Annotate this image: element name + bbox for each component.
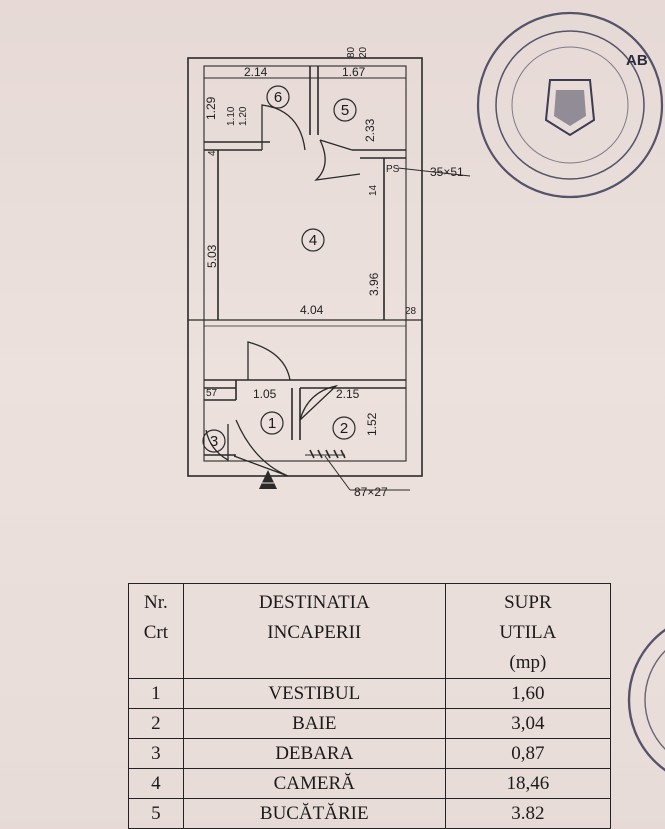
- cell-destinatia: CAMERĂ: [182, 768, 446, 799]
- cell-nr: 3: [128, 738, 184, 769]
- cell-destinatia: VESTIBUL: [182, 678, 446, 709]
- floor-plan: 6 5 4 1 2 3 2.14 1.67 80 20 1.29 1.10 1.…: [187, 46, 471, 499]
- table-row: 3 DEBARA 0,87: [128, 738, 612, 769]
- cell-nr: 4: [128, 768, 184, 799]
- official-stamp: [476, 11, 664, 199]
- header-destinatia-text: DESTINATIA INCAPERII: [258, 592, 370, 643]
- dim-left-57: 57: [206, 388, 218, 399]
- dim-room4-width: 4.04: [300, 303, 324, 317]
- header-supr-text: SUPR UTILA (mp): [499, 592, 557, 673]
- cell-supr: 1,60: [444, 678, 612, 709]
- dim-room6-depth-b: 1.20: [238, 106, 249, 126]
- room-label-1: 1: [268, 415, 276, 432]
- cell-destinatia: BUCĂTĂRIE: [182, 798, 446, 829]
- room-label-3: 3: [210, 433, 218, 450]
- dim-room5-depth: 2.33: [363, 118, 377, 142]
- dim-small-14: 14: [368, 184, 379, 196]
- window-tag: PS: [386, 164, 400, 175]
- dim-left-top: 1.29: [204, 96, 218, 120]
- dim-baie-depth: 1.52: [365, 412, 379, 436]
- cell-supr: 3.82: [444, 798, 612, 829]
- outer-wall: [187, 57, 423, 477]
- dim-baie-width: 2.15: [336, 387, 360, 401]
- dim-window: 35×51: [430, 165, 464, 179]
- dim-wall-80: 80: [346, 46, 357, 58]
- room-label-5: 5: [341, 102, 349, 119]
- cell-supr: 18,46: [444, 768, 612, 799]
- cell-nr: 1: [128, 678, 184, 709]
- table-row: 5 BUCĂTĂRIE 3.82: [128, 798, 612, 829]
- dim-door-main: 87×27: [354, 485, 388, 499]
- table-header-row: Nr. Crt DESTINATIA INCAPERII SUPR UTILA …: [128, 583, 612, 679]
- leader-lines: [324, 167, 471, 491]
- dim-vestibul: 1.05: [253, 387, 277, 401]
- cell-destinatia: DEBARA: [182, 738, 446, 769]
- dim-top-room6: 2.14: [244, 65, 268, 79]
- cell-supr: 3,04: [444, 708, 612, 739]
- room-labels: 6 5 4 1 2 3: [202, 85, 357, 453]
- table-row: 1 VESTIBUL 1,60: [128, 678, 612, 709]
- dim-room4-depth: 3.96: [367, 272, 381, 296]
- dim-right-wall: 28: [405, 306, 417, 317]
- room-label-6: 6: [274, 89, 282, 106]
- room-label-4: 4: [309, 232, 317, 249]
- stamp-emblem-icon: [544, 79, 596, 137]
- cell-nr: 2: [128, 708, 184, 739]
- table-row: 2 BAIE 3,04: [128, 708, 612, 739]
- cell-nr: 5: [128, 798, 184, 829]
- header-supr-utila: SUPR UTILA (mp): [444, 583, 612, 679]
- header-nr-text: Nr. Crt: [143, 592, 169, 643]
- stamp-corner-text: AB: [626, 52, 648, 69]
- partial-stamp-bottom: [627, 628, 665, 772]
- dim-room6-depth-a: 1.10: [226, 106, 237, 126]
- dimension-labels: 2.14 1.67 80 20 1.29 1.10 1.20 2.33 5.03…: [204, 46, 464, 499]
- dim-wall-20: 20: [358, 46, 369, 58]
- door-swings: [205, 104, 361, 477]
- room-area-table: Nr. Crt DESTINATIA INCAPERII SUPR UTILA …: [128, 583, 612, 829]
- dim-small-4: 4: [207, 150, 218, 156]
- cell-supr: 0,87: [444, 738, 612, 769]
- dim-top-room5: 1.67: [342, 65, 366, 79]
- room-label-2: 2: [340, 420, 348, 437]
- header-destinatia: DESTINATIA INCAPERII: [182, 583, 446, 679]
- inner-wall: [203, 65, 407, 462]
- dim-left-main: 5.03: [205, 244, 219, 268]
- entrance-arrow-icon: [259, 470, 277, 489]
- cell-destinatia: BAIE: [182, 708, 446, 739]
- table-row: 4 CAMERĂ 18,46: [128, 768, 612, 799]
- plan-walls: [187, 57, 423, 477]
- header-nr-crt: Nr. Crt: [128, 583, 184, 679]
